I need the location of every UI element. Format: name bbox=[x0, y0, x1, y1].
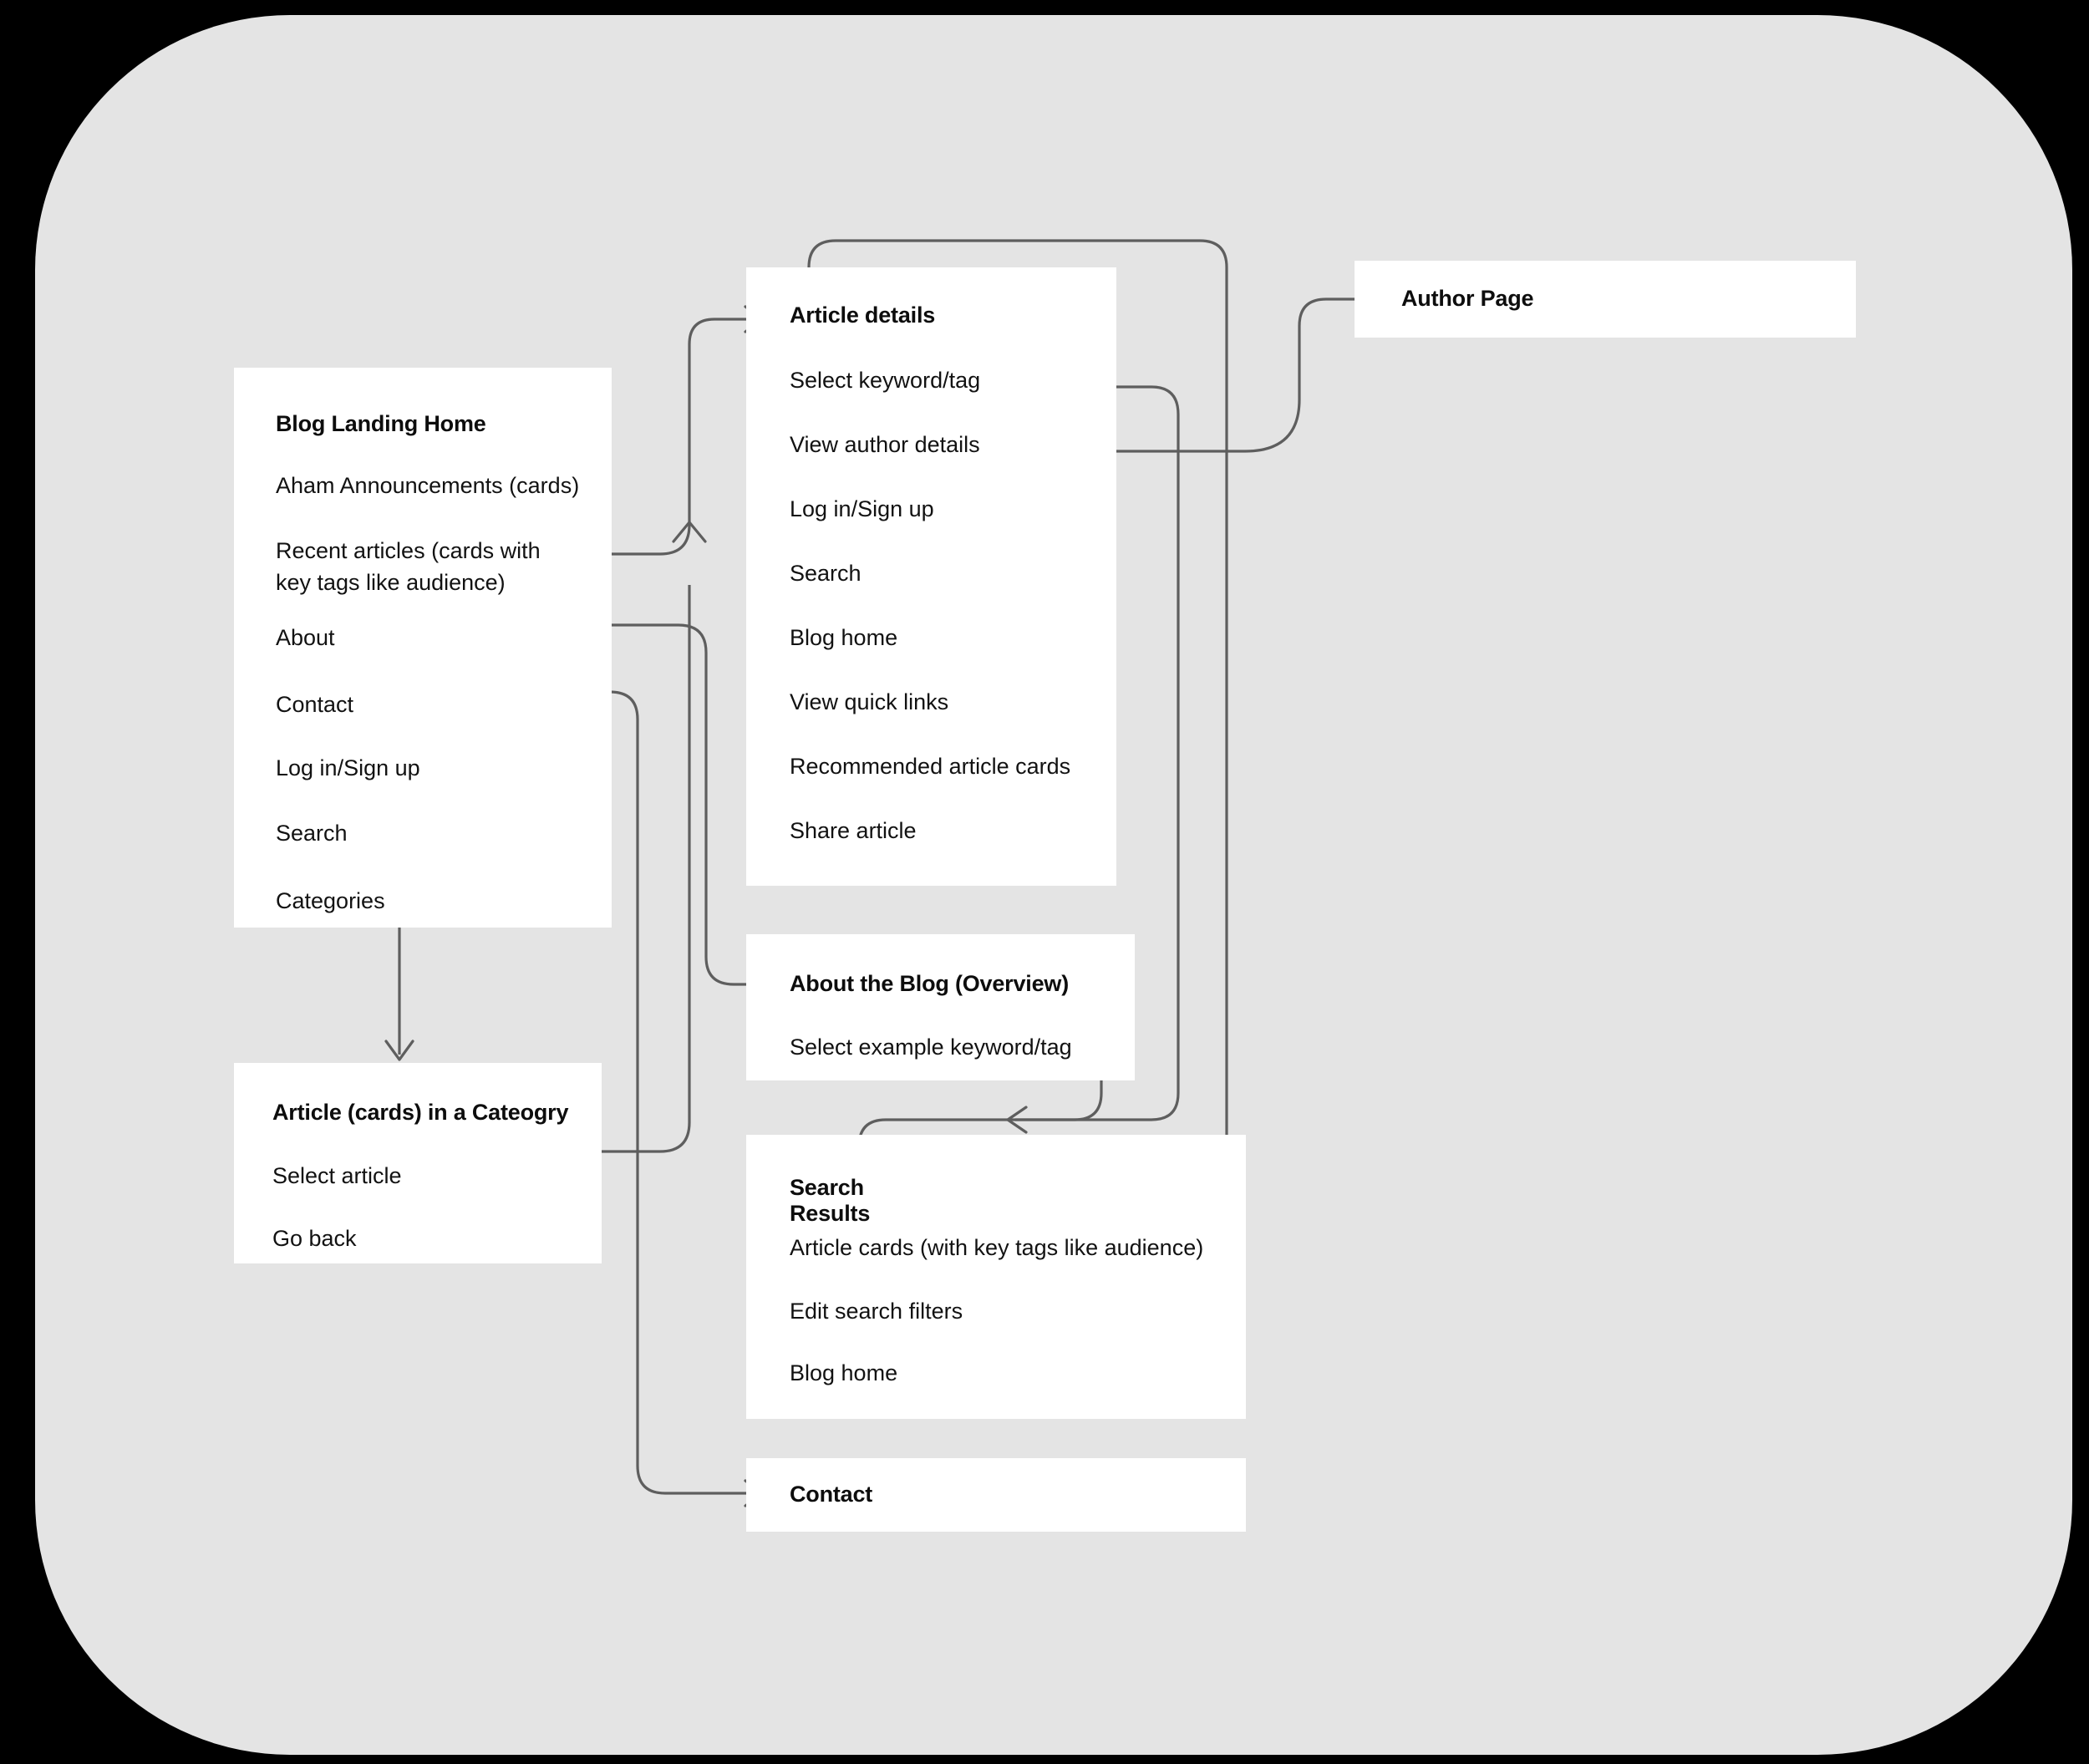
item-article-search[interactable]: Search bbox=[790, 561, 862, 586]
item-categories[interactable]: Categories bbox=[276, 888, 385, 913]
card-blog-landing-home[interactable]: Blog Landing Home Aham Announcements (ca… bbox=[234, 368, 612, 928]
card-title-article-details: Article details bbox=[790, 302, 936, 328]
card-title-search-results: Search Results bbox=[790, 1175, 871, 1226]
item-blog-home[interactable]: Blog home bbox=[790, 625, 898, 650]
item-share-article[interactable]: Share article bbox=[790, 818, 917, 843]
card-title-about-the-blog: About the Blog (Overview) bbox=[790, 971, 1070, 996]
item-edit-search-filters[interactable]: Edit search filters bbox=[790, 1299, 963, 1324]
card-title-blog-landing-home: Blog Landing Home bbox=[276, 411, 486, 436]
item-log-in-sign-up[interactable]: Log in/Sign up bbox=[276, 755, 420, 780]
item-search[interactable]: Search bbox=[276, 821, 348, 846]
item-view-author-details[interactable]: View author details bbox=[790, 432, 980, 457]
card-article-details[interactable]: Article details Select keyword/tag View … bbox=[746, 267, 1116, 886]
card-title-article-cards-in-category: Article (cards) in a Cateogry bbox=[272, 1100, 569, 1125]
item-search-blog-home[interactable]: Blog home bbox=[790, 1360, 898, 1385]
card-article-cards-in-category[interactable]: Article (cards) in a Cateogry Select art… bbox=[234, 1063, 602, 1263]
item-article-log-in-sign-up[interactable]: Log in/Sign up bbox=[790, 496, 934, 521]
item-contact[interactable]: Contact bbox=[276, 692, 354, 717]
card-title-contact: Contact bbox=[790, 1482, 873, 1507]
arrowhead-into-category-cards bbox=[384, 1040, 414, 1061]
item-recent-articles[interactable]: Recent articles (cards with key tags lik… bbox=[276, 538, 541, 595]
item-go-back[interactable]: Go back bbox=[272, 1226, 357, 1251]
card-contact[interactable]: Contact bbox=[746, 1458, 1246, 1532]
card-about-the-blog[interactable]: About the Blog (Overview) Select example… bbox=[746, 934, 1135, 1080]
item-view-quick-links[interactable]: View quick links bbox=[790, 689, 949, 714]
card-author-page[interactable]: Author Page bbox=[1355, 261, 1856, 338]
item-select-keyword-tag[interactable]: Select keyword/tag bbox=[790, 368, 981, 393]
item-select-article[interactable]: Select article bbox=[272, 1163, 402, 1188]
item-recommended-article-cards[interactable]: Recommended article cards bbox=[790, 754, 1071, 779]
item-about[interactable]: About bbox=[276, 625, 335, 650]
card-search-results[interactable]: Search Results Article cards (with key t… bbox=[746, 1135, 1246, 1419]
item-aham-announcements[interactable]: Aham Announcements (cards) bbox=[276, 473, 580, 498]
card-title-author-page: Author Page bbox=[1401, 286, 1534, 311]
item-select-example-keyword-tag[interactable]: Select example keyword/tag bbox=[790, 1035, 1072, 1060]
arrowhead-search-results-left bbox=[1006, 1106, 1028, 1134]
arrowhead-recent-articles-up bbox=[672, 521, 707, 543]
item-article-cards-with-key-tags[interactable]: Article cards (with key tags like audien… bbox=[790, 1235, 1204, 1260]
